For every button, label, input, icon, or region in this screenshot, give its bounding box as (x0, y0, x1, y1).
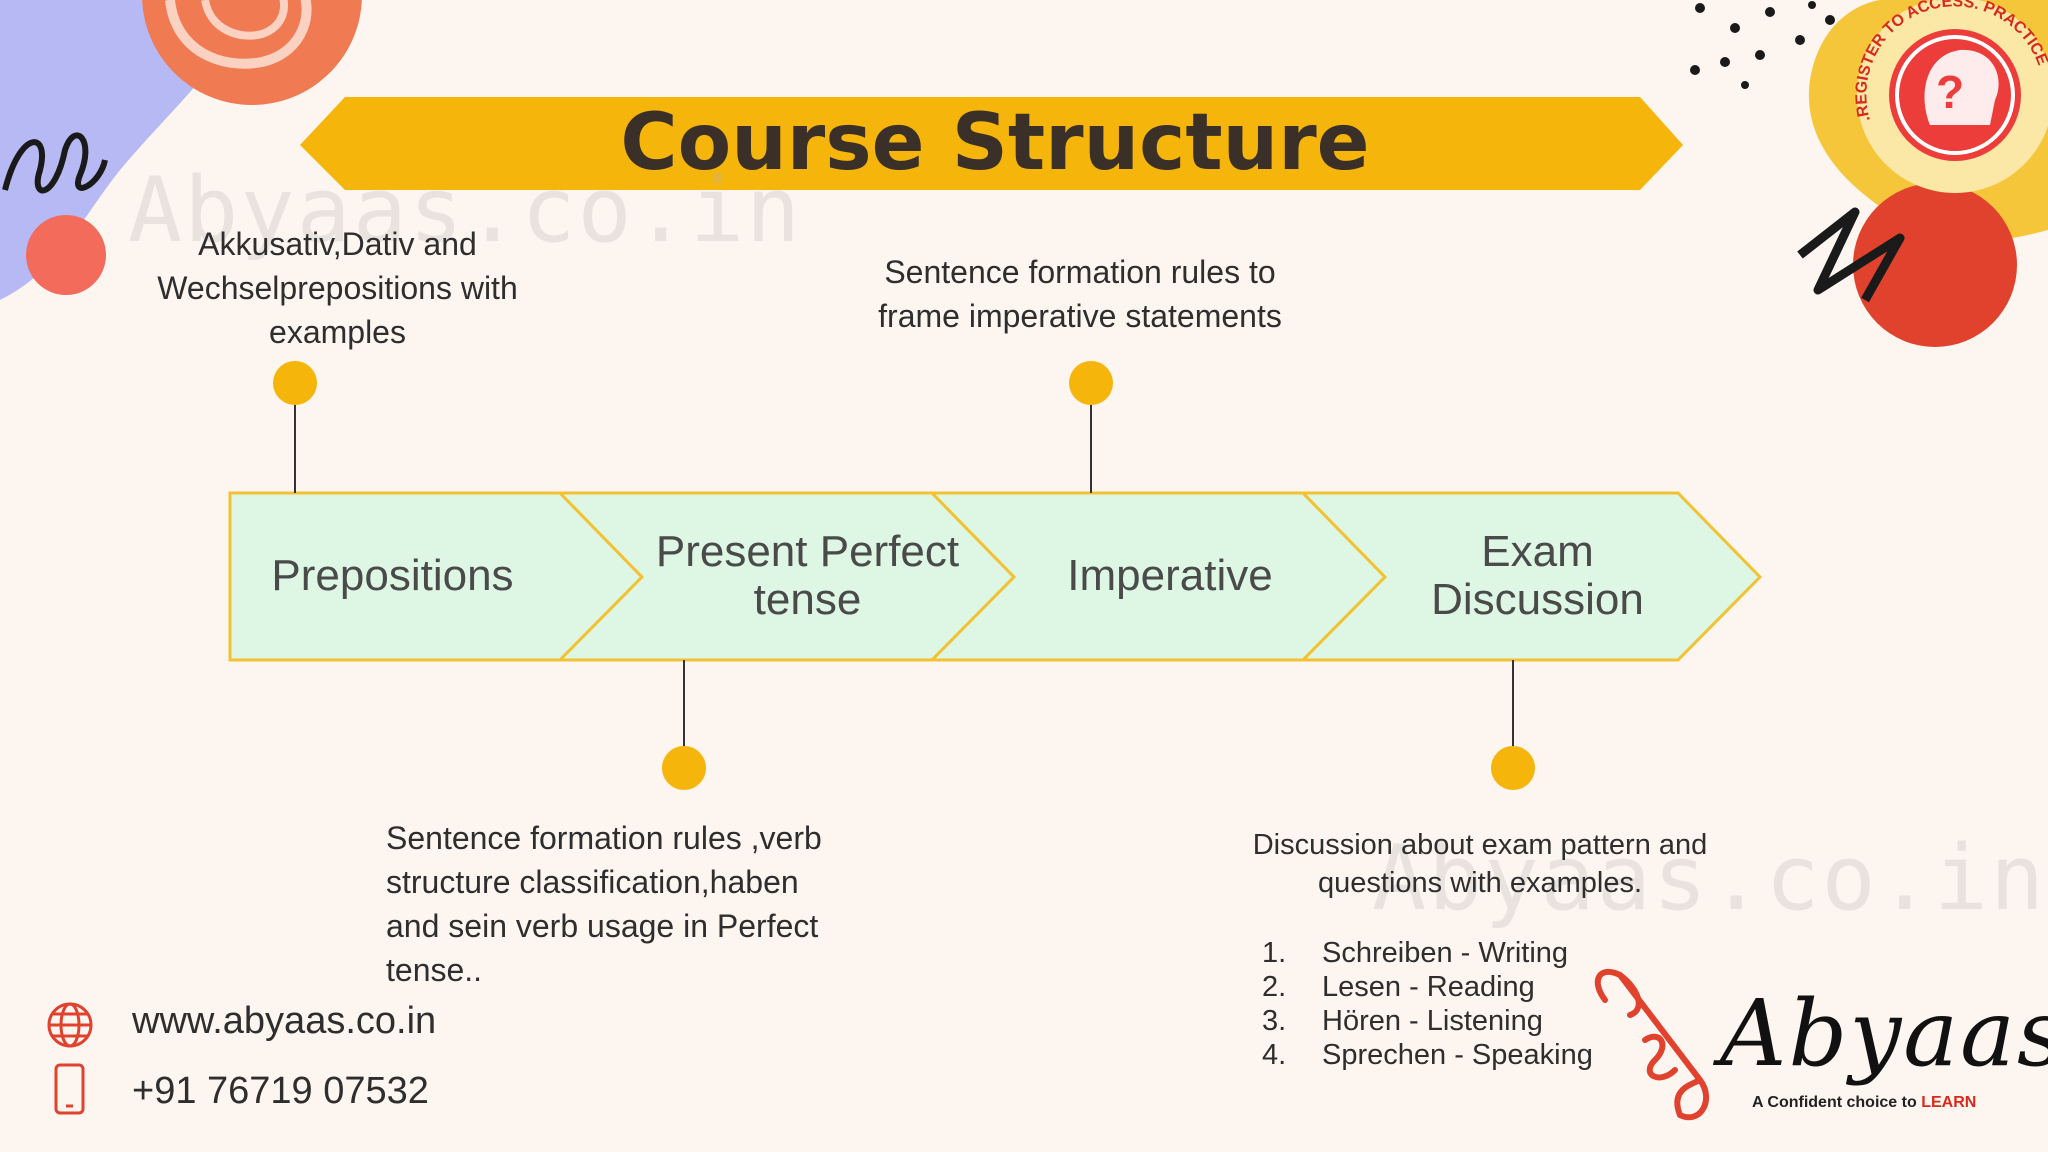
present-perfect-description: Sentence formation rules ,verb structure… (386, 820, 822, 988)
timeline-dot-3 (1069, 361, 1113, 405)
step-exam-discussion: Exam Discussion (1431, 526, 1644, 624)
brand-logo: Abyaas (1720, 980, 2048, 1087)
prepositions-description: Akkusativ,Dativ and Wechselprepositions … (157, 226, 518, 350)
coral-dot (26, 215, 106, 295)
red-blob (1853, 183, 2017, 347)
list-item: 3.Hören - Listening (1262, 1005, 1543, 1037)
quiz-app-badge[interactable]: ? (1857, 0, 2048, 193)
svg-text:?: ? (1936, 66, 1964, 118)
watermark-bottom: Abyaas.co.in (1372, 826, 2047, 931)
timeline-dot-2 (662, 746, 706, 790)
title-banner (300, 97, 1683, 190)
imperative-description: Sentence formation rules to frame impera… (878, 254, 1282, 334)
step-imperative: Imperative (1067, 550, 1273, 600)
timeline-dot-4 (1491, 746, 1535, 790)
exam-skills-list: 1.Schreiben - Writing 2.Lesen - Reading … (1262, 936, 1593, 1072)
course-flow (228, 491, 1763, 662)
scroll-logo-icon (1594, 968, 1709, 1121)
orange-spiral-shape (142, 0, 362, 105)
step-prepositions: Prepositions (271, 550, 514, 600)
timeline-dot-1 (273, 361, 317, 405)
website-link[interactable]: www.abyaas.co.in (132, 1000, 437, 1042)
squiggle-shape (2, 132, 108, 194)
phone-icon (54, 1063, 85, 1115)
step-present-perfect: Present Perfect tense (655, 526, 960, 624)
globe-icon (47, 1002, 93, 1048)
list-item: 2.Lesen - Reading (1262, 971, 1535, 1003)
brand-tagline: A Confident choice to LEARN (1752, 1094, 1977, 1111)
page-title: Course Structure (620, 97, 1370, 188)
list-item: 4.Sprechen - Speaking (1262, 1039, 1593, 1071)
exam-description: Discussion about exam pattern and questi… (1252, 829, 1708, 899)
step-shape-4 (1299, 491, 1763, 662)
zigzag-shape (1797, 207, 1905, 303)
list-item: 1.Schreiben - Writing (1262, 937, 1569, 969)
question-head-icon (1924, 49, 1999, 126)
watermark-top: Abyaas.co.in (128, 158, 803, 263)
phone-number[interactable]: +91 76719 07532 (132, 1070, 429, 1112)
